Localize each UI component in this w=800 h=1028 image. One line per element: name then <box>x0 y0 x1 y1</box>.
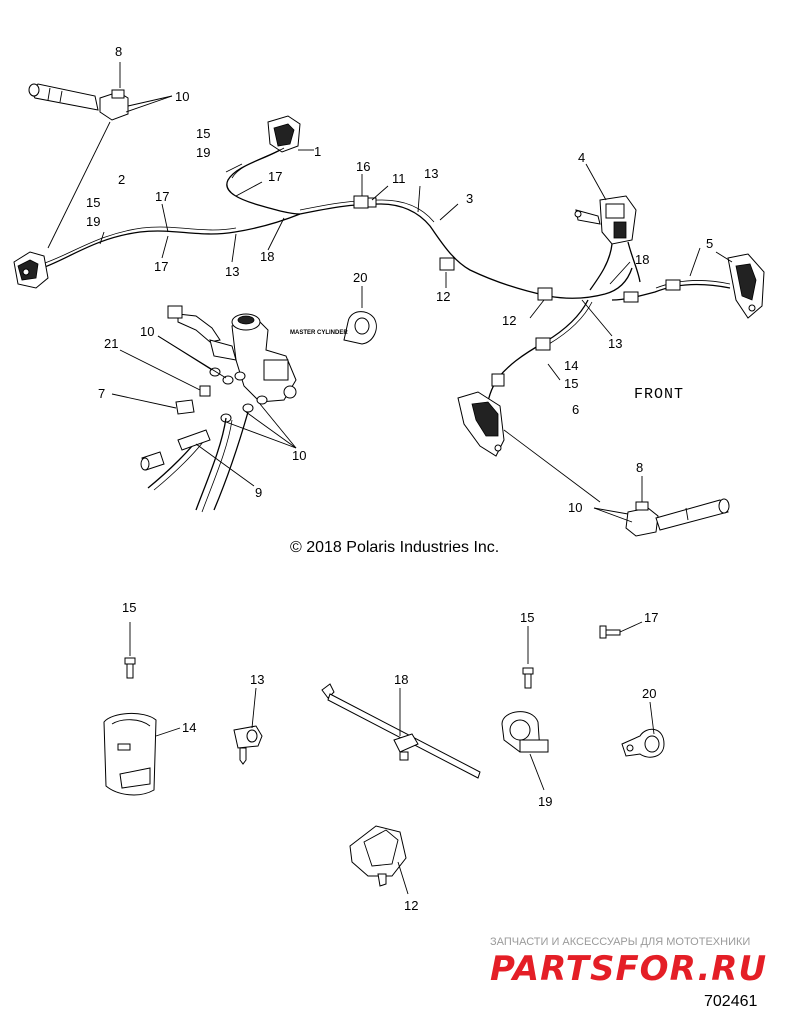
callout-11: 11 <box>392 171 406 186</box>
front-left-caliper <box>13 251 49 289</box>
bracket-12 <box>349 825 409 895</box>
watermark-tagline: ЗАПЧАСТИ И АКСЕССУАРЫ ДЛЯ МОТОТЕХНИКИ <box>490 936 750 948</box>
clamp-20-lower <box>621 701 665 758</box>
screw-17 <box>599 621 643 639</box>
callout-17-lower-left: 17 <box>154 259 168 274</box>
copyright-text: © 2018 Polaris Industries Inc. <box>290 539 499 556</box>
clamp-19 <box>501 711 549 791</box>
callout-5: 5 <box>706 236 713 251</box>
callout-14-lower: 14 <box>182 720 196 735</box>
abs-valve-4 <box>574 163 641 291</box>
callout-10-bottom-right: 10 <box>568 500 582 515</box>
clip-13 <box>233 687 263 765</box>
clip-16-11 <box>353 174 389 209</box>
callout-12-lower: 12 <box>404 898 418 913</box>
callout-20-upper: 20 <box>353 270 367 285</box>
front-label: FRONT <box>634 386 684 403</box>
caliper-1 <box>267 115 314 153</box>
callout-8-top: 8 <box>115 44 122 59</box>
callout-4: 4 <box>578 150 585 165</box>
master-cylinder-label: MASTER CYLINDER <box>290 330 348 336</box>
rear-caliper <box>457 391 601 503</box>
callout-16: 16 <box>356 159 370 174</box>
watermark-logo: PARTSFOR.RU <box>490 949 767 989</box>
callout-19-left: 19 <box>86 214 100 229</box>
callout-1: 1 <box>314 144 321 159</box>
callout-10-top-left: 10 <box>175 89 189 104</box>
callout-12-middle: 12 <box>502 313 516 328</box>
brake-line-6 <box>485 299 593 421</box>
brake-line-1-branch <box>226 147 301 215</box>
callout-9: 9 <box>255 485 262 500</box>
callout-6: 6 <box>572 402 579 417</box>
callout-13-top: 13 <box>424 166 438 181</box>
figure-number: 702461 <box>704 993 757 1010</box>
callout-17-upper: 17 <box>268 169 282 184</box>
screw-15-left <box>124 622 136 679</box>
callout-14-upper: 14 <box>564 358 578 373</box>
callout-13-left: 13 <box>225 264 239 279</box>
callout-18-lower: 18 <box>394 672 408 687</box>
callout-7: 7 <box>98 386 105 401</box>
callout-10-master-top: 10 <box>140 324 154 339</box>
clamp-20-upper <box>343 286 377 345</box>
master-cylinder <box>167 305 297 403</box>
callout-17-lower: 17 <box>644 610 658 625</box>
screw-15-middle <box>522 626 534 689</box>
callout-8-bottom: 8 <box>636 460 643 475</box>
fitting-21-and-bolt-7 <box>111 349 211 415</box>
callout-3: 3 <box>466 191 473 206</box>
callout-2: 2 <box>118 172 125 187</box>
cable-tie-18 <box>321 683 481 779</box>
callout-15-lower-middle: 15 <box>520 610 534 625</box>
callout-21: 21 <box>104 336 118 351</box>
callout-15-right: 15 <box>564 376 578 391</box>
callout-15-left: 15 <box>86 195 100 210</box>
callout-19-upper: 19 <box>196 145 210 160</box>
callout-19-lower: 19 <box>538 794 552 809</box>
callout-18-left: 18 <box>260 249 274 264</box>
callout-10-master-bottom: 10 <box>292 448 306 463</box>
callout-12-upper: 12 <box>436 289 450 304</box>
master-cylinder-outlet-lines <box>140 411 255 513</box>
callout-13-right: 13 <box>608 336 622 351</box>
callout-15-lower-left: 15 <box>122 600 136 615</box>
callout-17-left: 17 <box>155 189 169 204</box>
brake-line-2 <box>41 213 301 269</box>
brake-line-5 <box>611 279 731 303</box>
clip-12-upper <box>439 257 455 288</box>
sleeve-14 <box>103 713 181 796</box>
callout-leaders-10-top <box>47 95 173 249</box>
upper-callout-leaders <box>99 163 701 337</box>
callout-20-lower: 20 <box>642 686 656 701</box>
callout-15-upper: 15 <box>196 126 210 141</box>
crush-washers-10 <box>157 335 297 449</box>
banjo-fitting-bottom-right <box>593 476 730 537</box>
callout-13-lower: 13 <box>250 672 264 687</box>
clip-12-middle <box>529 287 553 319</box>
callout-18-right: 18 <box>635 252 649 267</box>
banjo-fitting-top-left <box>28 62 129 121</box>
front-right-caliper <box>715 251 765 319</box>
